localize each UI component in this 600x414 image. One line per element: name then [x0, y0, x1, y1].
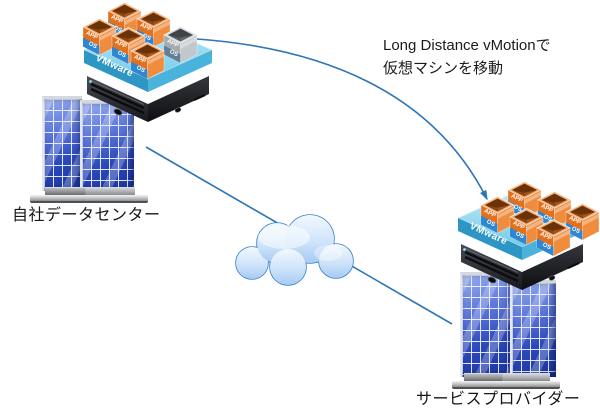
building-base-plate [452, 381, 560, 389]
left-site-label: 自社データセンター [12, 207, 161, 224]
building-base [464, 373, 550, 383]
right-site-label: サービスプロバイダー [416, 391, 581, 408]
building-tower [42, 96, 82, 191]
annotation-text: Long Distance vMotionで 仮想マシンを移動 [383, 34, 551, 80]
building-tower [460, 272, 512, 377]
building-base [45, 187, 135, 197]
right-provider-building [452, 272, 560, 389]
annotation-line1: Long Distance vMotionで [383, 37, 551, 54]
left-datacenter-building [30, 96, 148, 203]
building-base-plate [30, 195, 148, 203]
annotation-line2: 仮想マシンを移動 [383, 60, 504, 77]
cloud-icon [235, 214, 354, 286]
server-chassis-icon [87, 76, 209, 122]
vmware-host-right: VMware [457, 181, 600, 290]
vmware-host-left: VMware [82, 2, 213, 122]
server-chassis-icon [461, 244, 583, 290]
